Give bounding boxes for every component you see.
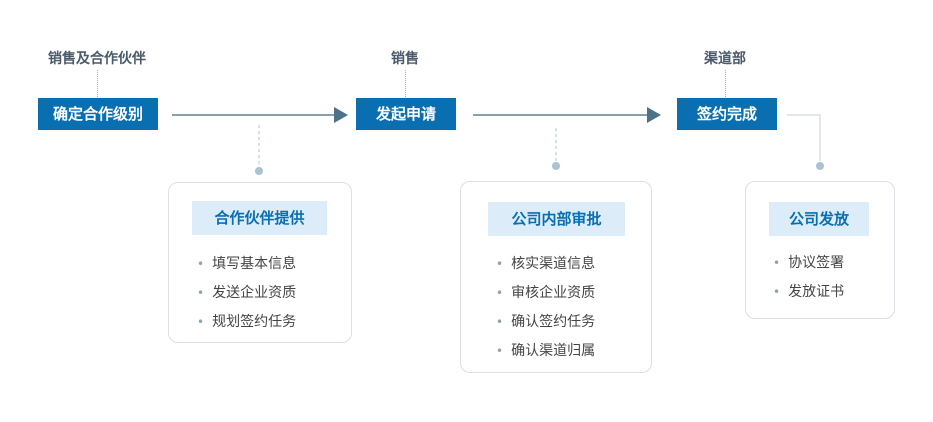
card-title: 公司发放	[769, 202, 869, 236]
list-item: • 协议签署	[773, 252, 844, 281]
step-signing-complete: 签约完成	[677, 98, 777, 130]
list-item: • 规划签约任务	[197, 311, 296, 340]
card-item-list: • 协议签署 • 发放证书	[773, 252, 844, 310]
card-3-connector-dot	[816, 162, 824, 170]
bullet-icon: •	[197, 286, 205, 300]
bullet-icon: •	[496, 344, 504, 358]
role-label-channel-dept: 渠道部	[704, 51, 746, 67]
flow-arrow-1-head	[334, 107, 348, 123]
list-item: • 填写基本信息	[197, 253, 296, 282]
card-title: 合作伙伴提供	[192, 201, 327, 235]
list-item: • 确认签约任务	[496, 311, 595, 340]
bullet-icon: •	[496, 257, 504, 271]
list-item: • 审核企业资质	[496, 282, 595, 311]
card-internal-approval: 公司内部审批 • 核实渠道信息 • 审核企业资质 • 确认签约任务 • 确认渠道归属	[460, 181, 652, 373]
list-item: • 核实渠道信息	[496, 253, 595, 282]
bullet-icon: •	[773, 285, 781, 299]
bullet-icon: •	[773, 256, 781, 270]
list-item-text: 确认签约任务	[511, 314, 596, 330]
list-item-text: 协议签署	[788, 255, 845, 271]
list-item-text: 发送企业资质	[212, 285, 297, 301]
card-3-connector	[787, 114, 821, 161]
role-connector-2	[405, 70, 406, 97]
bullet-icon: •	[197, 315, 205, 329]
bullet-icon: •	[496, 315, 504, 329]
list-item: • 发放证书	[773, 281, 844, 310]
bullet-icon: •	[197, 257, 205, 271]
role-connector-1	[97, 70, 98, 97]
list-item-text: 核实渠道信息	[511, 256, 596, 272]
role-label-sales: 销售	[391, 51, 419, 67]
role-connector-3	[725, 70, 726, 97]
card-item-list: • 填写基本信息 • 发送企业资质 • 规划签约任务	[197, 253, 296, 340]
list-item-text: 确认渠道归属	[511, 343, 596, 359]
list-item: • 发送企业资质	[197, 282, 296, 311]
card-1-connector-dot	[255, 167, 263, 175]
step-confirm-cooperation-level: 确定合作级别	[38, 98, 158, 130]
card-2-connector-dot	[552, 162, 560, 170]
card-company-issues: 公司发放 • 协议签署 • 发放证书	[745, 181, 895, 319]
flow-arrow-2-head	[647, 107, 661, 123]
bullet-icon: •	[496, 286, 504, 300]
list-item-text: 审核企业资质	[511, 285, 596, 301]
list-item-text: 规划签约任务	[212, 314, 297, 330]
card-partner-provides: 合作伙伴提供 • 填写基本信息 • 发送企业资质 • 规划签约任务	[168, 182, 352, 343]
list-item-text: 填写基本信息	[212, 256, 297, 272]
card-title: 公司内部审批	[488, 202, 625, 236]
step-submit-application: 发起申请	[356, 98, 456, 130]
role-label-sales-partners: 销售及合作伙伴	[48, 51, 146, 67]
list-item: • 确认渠道归属	[496, 340, 595, 369]
list-item-text: 发放证书	[788, 284, 845, 300]
card-item-list: • 核实渠道信息 • 审核企业资质 • 确认签约任务 • 确认渠道归属	[496, 253, 595, 369]
